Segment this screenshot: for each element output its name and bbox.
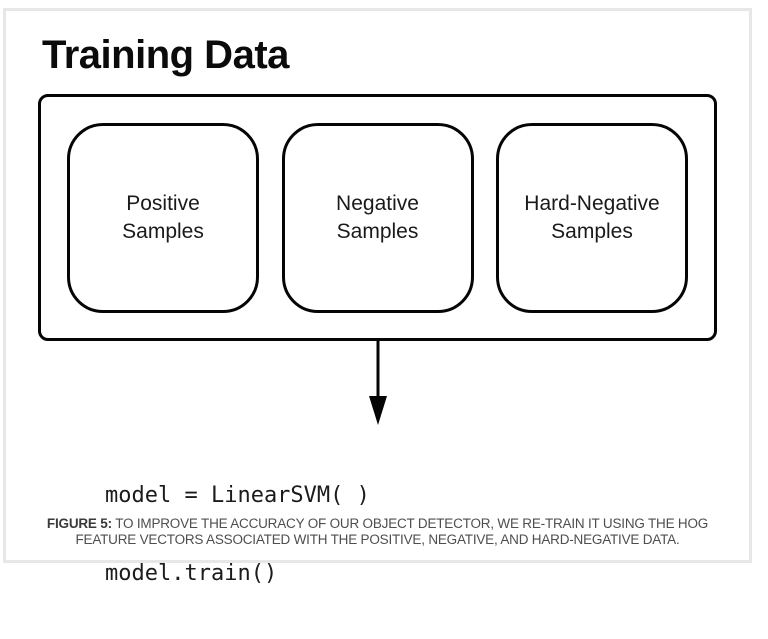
figure-caption-line: FEATURE VECTORS ASSOCIATED WITH THE POSI…	[75, 532, 680, 547]
code-line: model = LinearSVM( )	[105, 483, 370, 508]
box-label-line: Samples	[336, 219, 419, 243]
figure-caption: FIGURE 5: TO IMPROVE THE ACCURACY OF OUR…	[6, 516, 749, 548]
training-data-container: Positive Samples Negative Samples Hard-N…	[38, 94, 717, 341]
box-label-line: Negative	[336, 191, 419, 215]
hard-negative-samples-box: Hard-Negative Samples	[496, 122, 688, 313]
positive-samples-box: Positive Samples	[67, 122, 259, 313]
figure-caption-text: TO IMPROVE THE ACCURACY OF OUR OBJECT DE…	[115, 516, 709, 531]
negative-samples-box: Negative Samples	[281, 122, 474, 313]
figure-caption-line: FIGURE 5: TO IMPROVE THE ACCURACY OF OUR…	[6, 516, 749, 532]
code-line: model.train()	[105, 561, 278, 586]
diagram-title: Training Data	[42, 33, 289, 77]
figure-card: Training Data Positive Samples Negative …	[3, 8, 752, 586]
box-label-line: Positive	[126, 191, 200, 215]
figure-caption-label: FIGURE 5:	[46, 516, 112, 531]
box-label-line: Hard-Negative	[524, 191, 660, 215]
box-label-line: Samples	[122, 219, 204, 243]
box-label-line: Samples	[551, 219, 633, 243]
down-arrow-icon	[369, 341, 387, 425]
